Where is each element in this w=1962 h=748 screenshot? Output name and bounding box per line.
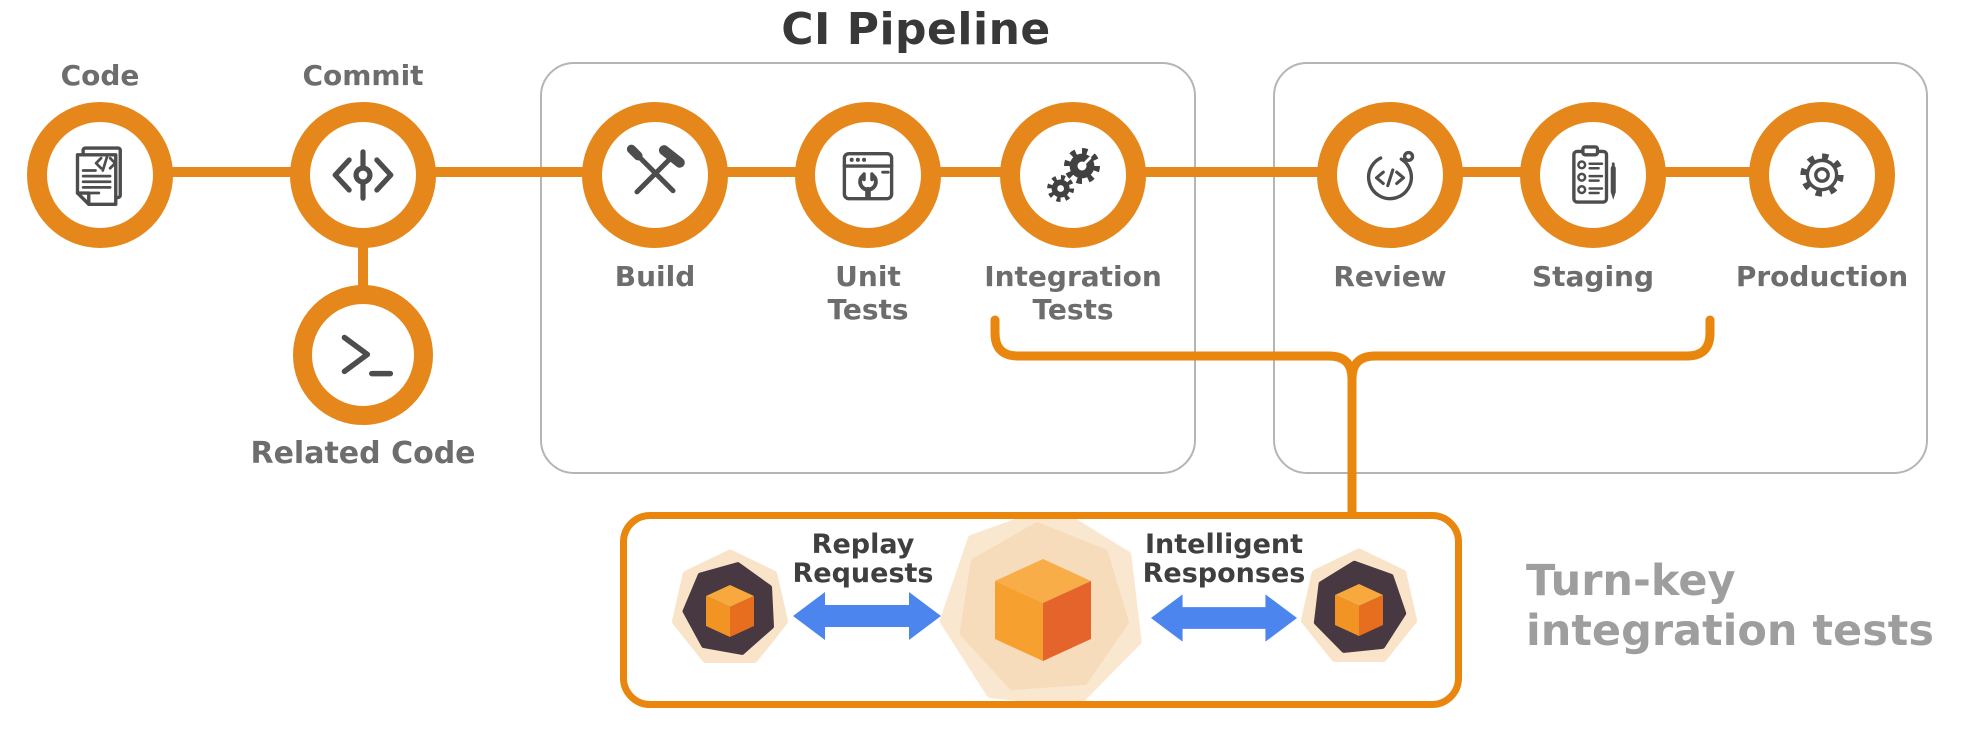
node-ring: [27, 102, 173, 248]
code-review-icon: [1366, 150, 1415, 201]
pipeline-node-build: Build: [582, 102, 728, 293]
node-label: Integration Tests: [984, 260, 1162, 326]
node-label: Staging: [1531, 260, 1655, 293]
node-label: Review: [1333, 260, 1447, 293]
node-ring: [1520, 102, 1666, 248]
build-tools-icon: [626, 144, 685, 195]
node-ring: [1317, 102, 1463, 248]
double-arrow-icon: [1151, 594, 1297, 642]
service-cube-icon: [1300, 548, 1418, 662]
pipeline-node-related-code: Related Code: [250, 285, 476, 470]
gears-icon: [1047, 148, 1100, 202]
browser-wrench-icon: [842, 151, 894, 201]
node-ring: [1000, 102, 1146, 248]
service-cube-icon: [671, 549, 789, 663]
node-label: Build: [614, 260, 696, 293]
pipeline-node-unit-tests: Unit Tests: [795, 102, 941, 326]
pipeline-node-staging: Staging: [1520, 102, 1666, 293]
node-ring: [290, 102, 436, 248]
node-label: Related Code: [250, 436, 476, 471]
node-label: Unit Tests: [827, 260, 909, 326]
turn-key-caption: Turn-key integration tests: [1526, 556, 1934, 656]
checklist-icon: [1572, 145, 1616, 204]
node-label: Commit: [302, 59, 424, 92]
node-label: Code: [60, 59, 140, 92]
node-ring: [795, 102, 941, 248]
pipeline-node-commit: Commit: [290, 59, 436, 248]
gear-icon: [1800, 153, 1844, 197]
git-commit-icon: [332, 149, 394, 201]
pipeline-node-code: Code: [27, 59, 173, 248]
mock-server-cube-icon: [939, 519, 1142, 701]
double-arrow-icon: [793, 592, 941, 640]
pipeline-node-integration-tests: Integration Tests: [984, 102, 1162, 326]
intelligent-responses-label: Intelligent Responses: [1142, 529, 1306, 589]
code-document-icon: [75, 146, 122, 206]
pipeline-node-review: Review: [1317, 102, 1463, 293]
pipeline-node-production: Production: [1736, 102, 1908, 293]
diagram-title: CI Pipeline: [781, 4, 1051, 55]
node-ring: [293, 285, 433, 425]
replay-requests-label: Replay Requests: [792, 529, 934, 589]
node-ring: [582, 102, 728, 248]
node-label: Production: [1735, 260, 1909, 293]
node-ring: [1749, 102, 1895, 248]
ci-pipeline-group-box: [540, 62, 1196, 474]
mocking-callout-box: Replay Requests Intelligent Responses: [620, 512, 1462, 708]
terminal-icon: [341, 334, 394, 377]
